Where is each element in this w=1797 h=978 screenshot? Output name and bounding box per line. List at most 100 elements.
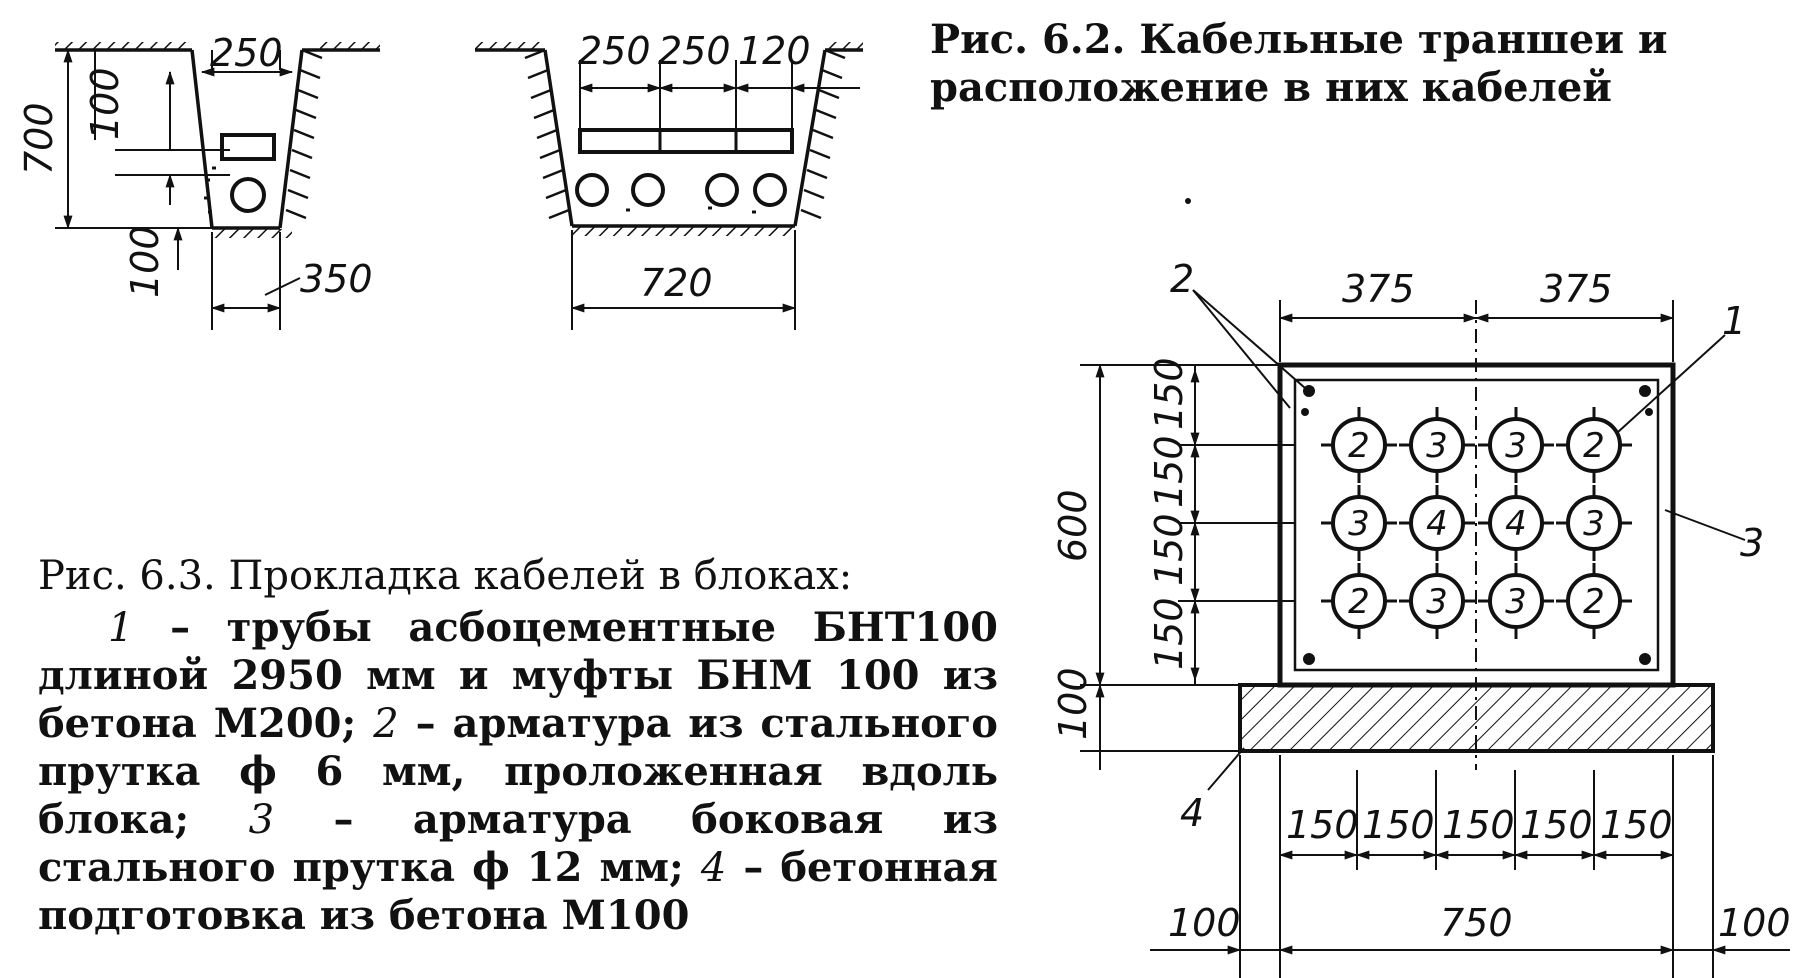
block-dim-overall-mid: 750	[1440, 901, 1513, 945]
pipe-label: 2	[1583, 426, 1605, 466]
callout-2: 2	[1170, 257, 1194, 301]
cable-flat-row	[578, 128, 794, 154]
legend-text-4: – бетонная подготовка из бетона М100	[38, 844, 998, 939]
trench2-top-1: 250	[578, 29, 651, 73]
trench-1	[55, 42, 380, 330]
cable-round	[631, 173, 665, 207]
rebar-corner	[1645, 408, 1653, 416]
pipe-circle	[1488, 417, 1544, 473]
print-dot	[1185, 198, 1191, 204]
cable-round	[705, 173, 739, 207]
trench2-top-3: 120	[738, 29, 811, 73]
legend-num-1: 1	[108, 605, 134, 651]
pipe-label: 4	[1426, 504, 1448, 544]
pipe-label: 3	[1426, 426, 1448, 466]
trench1-top-width: 250	[210, 31, 283, 75]
ground-hatch	[212, 229, 292, 238]
pipe-circle	[1409, 573, 1465, 629]
pipe-label: 3	[1426, 582, 1448, 622]
trench1-bottom-gap: 100	[123, 225, 167, 298]
pipe-circle	[1331, 417, 1387, 473]
pipe-label: 2	[1348, 426, 1370, 466]
pipe: 4	[1399, 485, 1475, 561]
figure-6-2-caption: Рис. 6.2. Кабельные траншеи и расположен…	[930, 16, 1668, 111]
pipe-label: 2	[1348, 582, 1370, 622]
pipe-label: 2	[1583, 582, 1605, 622]
trench2-top-2: 250	[658, 29, 731, 73]
block-dim-bottom-4: 150	[1520, 803, 1593, 847]
leader-2b	[1192, 289, 1291, 409]
pipe: 2	[1321, 407, 1397, 483]
pipe: 3	[1321, 485, 1397, 561]
cable-round	[230, 177, 266, 213]
pipe: 3	[1478, 407, 1554, 483]
pipe-circle	[1409, 495, 1465, 551]
rebar-corner	[1303, 385, 1315, 397]
trench-2	[475, 42, 863, 330]
block-dim-top-left: 375	[1342, 267, 1415, 311]
trench1-depth: 700	[17, 102, 61, 175]
figure-6-3-legend: 1 – трубы асбоцементные БНТ100 длиной 29…	[38, 604, 998, 940]
pipe-label: 3	[1505, 426, 1527, 466]
cable-block	[1080, 289, 1790, 978]
trench-wall-right	[278, 49, 304, 229]
callout-3: 3	[1740, 521, 1764, 565]
pipe-label: 3	[1348, 504, 1370, 544]
pipe-label: 3	[1505, 582, 1527, 622]
pipe: 4	[1478, 485, 1554, 561]
rebar-corner	[1301, 408, 1309, 416]
callout-1: 1	[1722, 299, 1746, 343]
block-dim-row-4: 150	[1147, 597, 1191, 670]
block-dim-overall-right: 100	[1718, 901, 1791, 945]
ground-hatch	[320, 42, 380, 50]
block-dim-row-1: 150	[1147, 357, 1191, 430]
cable-round	[753, 173, 787, 207]
pipe: 2	[1556, 407, 1632, 483]
cable-round	[575, 173, 609, 207]
block-dim-bottom-1: 150	[1286, 803, 1359, 847]
leader-2a	[1192, 289, 1306, 389]
block-dim-overall-left: 100	[1168, 901, 1241, 945]
ground-hatch	[55, 42, 190, 50]
concrete-base	[1238, 683, 1715, 753]
rebar-corner	[1639, 653, 1651, 665]
trench-wall-right	[793, 49, 827, 227]
pipe: 2	[1321, 563, 1397, 639]
pipe-circle	[1409, 417, 1465, 473]
pipe-circle	[1331, 495, 1387, 551]
figure-6-3-title: Рис. 6.3. Прокладка кабелей в блоках:	[38, 553, 853, 599]
block-dim-height: 600	[1051, 489, 1095, 562]
leader-4	[1207, 747, 1245, 791]
pipe-circle	[1566, 573, 1622, 629]
block-dim-row-2: 150	[1147, 435, 1191, 508]
pipe: 3	[1399, 407, 1475, 483]
block-dim-bottom-5: 150	[1600, 803, 1673, 847]
ground-hatch	[825, 42, 863, 50]
ground-hatch	[475, 42, 543, 50]
pipe-label: 3	[1583, 504, 1605, 544]
pipe: 3	[1556, 485, 1632, 561]
block-dim-bottom-2: 150	[1362, 803, 1435, 847]
legend-num-4: 4	[700, 845, 727, 891]
legend-text-1: – трубы асбоцементные БНТ100 длиной 2950…	[38, 604, 998, 747]
block-dim-base-height: 100	[1051, 667, 1095, 740]
pipe: 2	[1556, 563, 1632, 639]
leader-3	[1664, 509, 1746, 541]
cable-flat	[220, 133, 276, 161]
pipe-circle	[1488, 495, 1544, 551]
rebar-corner	[1303, 653, 1315, 665]
block-dim-top-right: 375	[1540, 267, 1613, 311]
trench-wall-left	[190, 49, 214, 229]
pipe-circle	[1331, 573, 1387, 629]
legend-num-3: 3	[248, 797, 275, 843]
ground-hatch	[572, 227, 795, 236]
legend-text-2: – арматура из стального прутка ϕ 6 мм, п…	[38, 700, 998, 843]
callout-4: 4	[1180, 791, 1204, 835]
pipe-circle	[1566, 417, 1622, 473]
legend-num-2: 2	[373, 701, 399, 747]
legend-text-3: – арматура боковая из стального прутка ϕ…	[38, 796, 998, 891]
block-dim-bottom-3: 150	[1442, 803, 1515, 847]
pipe: 3	[1399, 563, 1475, 639]
